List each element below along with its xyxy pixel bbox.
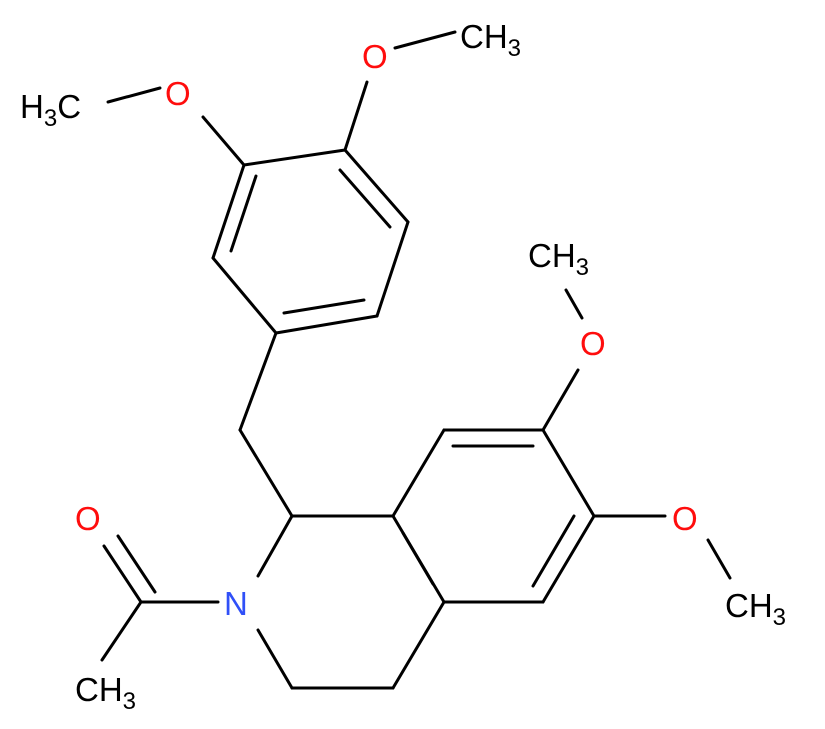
bond (102, 544, 143, 604)
methyl-label-bottom-right: CH3 (725, 587, 786, 631)
oxygen-label-acetyl: O (75, 500, 101, 537)
bond (401, 531, 435, 586)
bond (100, 600, 143, 662)
oxygen-label-right: O (672, 500, 698, 537)
bond (238, 428, 294, 518)
bond (393, 30, 457, 50)
bond (541, 368, 580, 432)
bond (211, 256, 278, 335)
bond (282, 298, 366, 315)
bond (531, 514, 576, 588)
bond (116, 534, 157, 594)
nitrogen-label: N (224, 585, 248, 622)
bond (343, 80, 369, 152)
bond (564, 288, 584, 320)
bond (541, 428, 596, 518)
bond (201, 115, 246, 167)
bond (391, 428, 446, 518)
bond (343, 148, 410, 224)
bond (256, 628, 294, 690)
bond (541, 514, 596, 604)
bond (211, 163, 246, 260)
bond (338, 168, 392, 229)
bond (242, 148, 347, 167)
bond (274, 314, 379, 335)
bond (229, 174, 258, 253)
bond (106, 86, 162, 104)
bond (238, 331, 278, 432)
methyl-label-top-right: CH3 (460, 18, 521, 62)
methyl-label-acetyl: CH3 (75, 671, 136, 715)
bond (256, 514, 294, 578)
bond (706, 538, 732, 580)
oxygen-label-mid: O (580, 325, 606, 362)
oxygen-label-left: O (165, 75, 191, 112)
bond-lines (100, 30, 732, 690)
methyl-label-left: H3C (20, 88, 81, 132)
methyl-label-mid: CH3 (528, 237, 589, 281)
oxygen-label-top: O (362, 38, 388, 75)
bond (391, 600, 446, 690)
atom-labels: CH3 O H3C O CH3 O O O N CH3 CH3 (20, 18, 786, 715)
bond (375, 220, 410, 318)
